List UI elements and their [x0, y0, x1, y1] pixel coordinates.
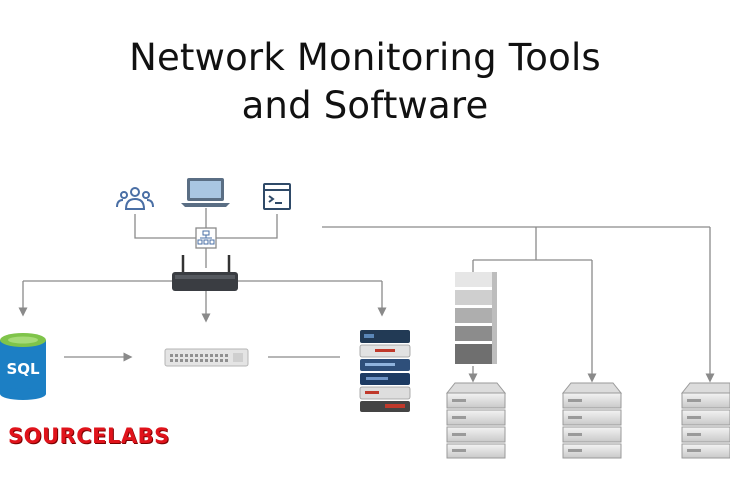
- server-icon: [445, 382, 507, 459]
- firewall-stack-icon: [359, 330, 411, 412]
- sql-database-icon: SQL: [0, 333, 46, 400]
- server-bus-lines: [322, 226, 715, 383]
- storage-array-icon: [455, 272, 497, 364]
- brand-logo: SOURCELABS: [8, 424, 170, 448]
- title-line-2: and Software: [241, 84, 489, 127]
- router-distribution-lines: [18, 280, 387, 323]
- terminal-icon: [263, 183, 291, 210]
- network-switch-icon: [164, 348, 249, 367]
- page-title: Network Monitoring Tools and Software: [0, 34, 730, 130]
- laptop-icon: [181, 178, 230, 207]
- network-hub-icon: [195, 227, 217, 249]
- server-icon: [680, 382, 730, 459]
- router-icon: [172, 255, 238, 291]
- user-device-connectors: [134, 208, 278, 239]
- title-line-1: Network Monitoring Tools: [129, 36, 601, 79]
- sql-label: SQL: [6, 360, 40, 378]
- users-icon: [116, 187, 154, 210]
- server-icon: [561, 382, 623, 459]
